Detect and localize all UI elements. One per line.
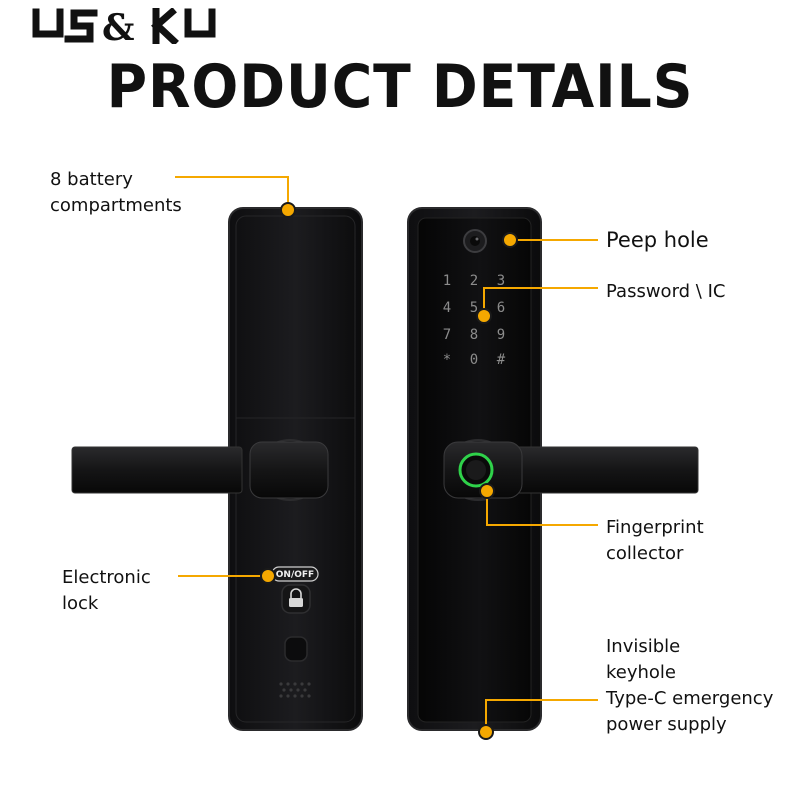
callout-keyhole-line2: keyhole (606, 662, 677, 683)
callout-battery-line1: 8 battery (50, 169, 133, 190)
keypad-key[interactable]: 1 (443, 273, 451, 289)
callout-electronic-lock-line2: lock (62, 593, 99, 614)
callout-fingerprint-line2: collector (606, 543, 684, 564)
callout-electronic-lock-line1: Electronic (62, 567, 151, 588)
page-title: PRODUCT DETAILS (106, 52, 694, 122)
left-lock-back (71, 207, 363, 731)
callout-fingerprint-line1: Fingerprint (606, 517, 704, 538)
callout-keyhole-line4: power supply (606, 714, 727, 735)
keypad-key[interactable]: # (497, 352, 506, 368)
callout-fingerprint: Fingerprint collector (606, 515, 704, 567)
keypad-key[interactable]: 7 (443, 327, 451, 343)
keypad-key[interactable]: 2 (470, 273, 478, 289)
callout-keyhole: Invisible keyhole Type-C emergency power… (606, 634, 773, 738)
callout-battery-line2: compartments (50, 195, 182, 216)
callout-peep-hole: Peep hole (606, 227, 709, 253)
right-handle (511, 446, 699, 494)
left-handle (71, 446, 243, 494)
speaker-grill (279, 682, 311, 698)
keypad-key[interactable]: 6 (497, 300, 505, 316)
keypad-key[interactable]: 3 (497, 273, 505, 289)
callout-password: Password \ IC (606, 279, 725, 305)
keypad-key[interactable]: 0 (470, 352, 478, 368)
right-lock-front (407, 207, 699, 731)
keypad: 1 2 3 4 5 6 7 8 9 * 0 # (443, 273, 506, 368)
callout-battery: 8 battery compartments (50, 167, 182, 219)
key-button (284, 636, 308, 662)
callout-password-text: Password \ IC (606, 281, 726, 302)
keypad-key[interactable]: 8 (470, 327, 478, 343)
brand-logo: & (32, 8, 216, 44)
svg-text:&: & (102, 8, 135, 44)
keypad-key[interactable]: 9 (497, 327, 505, 343)
keypad-key[interactable]: 5 (470, 300, 478, 316)
keypad-key[interactable]: 4 (443, 300, 451, 316)
keypad-key[interactable]: * (443, 352, 451, 368)
callout-electronic-lock: Electronic lock (62, 565, 151, 617)
callout-keyhole-line1: Invisible (606, 636, 681, 657)
callout-keyhole-line3: Type-C emergency (606, 688, 774, 709)
callout-markers (260, 202, 518, 740)
on-off-label: ON/OFF (276, 570, 314, 580)
callout-peep-hole-text: Peep hole (606, 228, 709, 252)
